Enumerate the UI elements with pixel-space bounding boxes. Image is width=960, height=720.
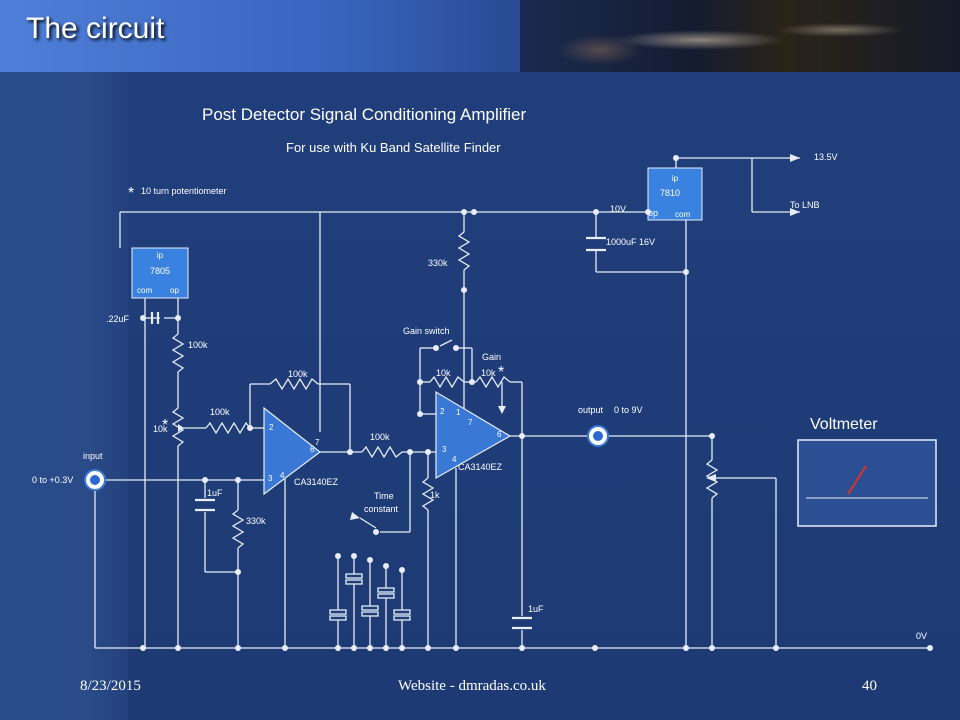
opamp-1-pin3: 3 (268, 474, 273, 483)
output-pot-arrow (706, 474, 716, 482)
pot-star: * (162, 417, 168, 434)
circuit-wires (94, 157, 930, 649)
reg-7810-com: com (675, 210, 690, 219)
label-330k-bottom: 330k (246, 516, 266, 526)
reg-7810-op: op (648, 208, 658, 218)
label-10k-b: 10k (481, 368, 496, 378)
label-to-lnb: To LNB (790, 200, 820, 210)
label-1000uf: 1000uF 16V (606, 237, 655, 247)
opamp-2-pin7: 7 (468, 418, 473, 427)
footer-website: Website - dmradas.co.uk (398, 678, 546, 694)
label-constant: constant (364, 504, 399, 514)
galaxy-image (520, 0, 960, 72)
lnb-arrow (790, 208, 800, 216)
label-gain-switch: Gain switch (403, 326, 450, 336)
diagram-heading: Post Detector Signal Conditioning Amplif… (202, 105, 526, 124)
supply-arrow (790, 154, 800, 162)
voltmeter-box (797, 439, 937, 527)
label-10k-a: 10k (436, 368, 451, 378)
reg-7805-ip: ip (157, 251, 164, 260)
label-pot-10k: 10k (153, 424, 168, 434)
regulator-7805 (131, 247, 189, 299)
opamp-1-name: CA3140EZ (294, 477, 339, 487)
label-10v: 10V (610, 204, 626, 214)
reg-7805-op: op (170, 286, 179, 295)
regulator-7810 (647, 167, 703, 221)
reg-7810-name: 7810 (660, 188, 680, 198)
label-gain: Gain (482, 352, 501, 362)
label-0v: 0V (916, 631, 927, 641)
reg-7805-name: 7805 (150, 266, 170, 276)
time-constant-capacitors (329, 573, 411, 621)
switch-arrow (350, 512, 360, 520)
opamp-2-pin3: 3 (442, 445, 447, 454)
note-text: 10 turn potentiometer (141, 186, 227, 196)
opamp-2-pin4: 4 (452, 455, 457, 464)
opamp-1-pin7: 7 (315, 438, 320, 447)
footer-page-number: 40 (862, 678, 877, 694)
footer-date: 8/23/2015 (80, 678, 141, 694)
opamp-2-pin6: 6 (497, 430, 502, 439)
label-input: input (83, 451, 103, 461)
capacitors (150, 236, 606, 630)
opamp-1 (263, 406, 321, 496)
opamp-1-pin2: 2 (269, 423, 274, 432)
left-band (0, 0, 128, 720)
label-1k: 1k (430, 490, 440, 500)
opamp-1-pin6: 6 (310, 445, 315, 454)
label-100k-feedback: 100k (288, 369, 308, 379)
opamp-2-pin2: 2 (440, 407, 445, 416)
input-connector (84, 469, 106, 491)
output-connector (587, 425, 609, 447)
voltmeter-needle (847, 465, 867, 495)
label-voltmeter: Voltmeter (810, 416, 878, 433)
reg-7810-ip: ip (672, 174, 679, 183)
note-star: * (128, 185, 134, 202)
opamp-2 (435, 390, 512, 480)
gain-wiper-arrow (498, 406, 506, 414)
label-100k-divider: 100k (188, 340, 208, 350)
label-output: output (578, 405, 604, 415)
diagram-subheading: For use with Ku Band Satellite Finder (286, 140, 501, 155)
reg-7805-com: com (137, 286, 152, 295)
label-100k-mid: 100k (370, 432, 390, 442)
opamp-1-pin4: 4 (280, 471, 285, 480)
label-100k-input: 100k (210, 407, 230, 417)
label-13-5v: 13.5V (814, 152, 838, 162)
label-330k-top: 330k (428, 258, 448, 268)
slide-title: The circuit (26, 12, 165, 45)
label-output-range: 0 to 9V (614, 405, 643, 415)
label-022uf: .22uF (106, 314, 130, 324)
label-input-range: 0 to +0.3V (32, 475, 73, 485)
pot-wiper-arrow (178, 424, 184, 432)
junction-dots (140, 155, 933, 651)
title-bar: The circuit (0, 0, 960, 72)
label-1uf-output: 1uF (528, 604, 544, 614)
label-1uf-input: 1uF (207, 488, 223, 498)
opamp-2-name: CA3140EZ (458, 462, 503, 472)
opamp-2-pin1: 1 (456, 408, 461, 417)
gain-star: * (498, 364, 504, 381)
label-time: Time (374, 491, 394, 501)
